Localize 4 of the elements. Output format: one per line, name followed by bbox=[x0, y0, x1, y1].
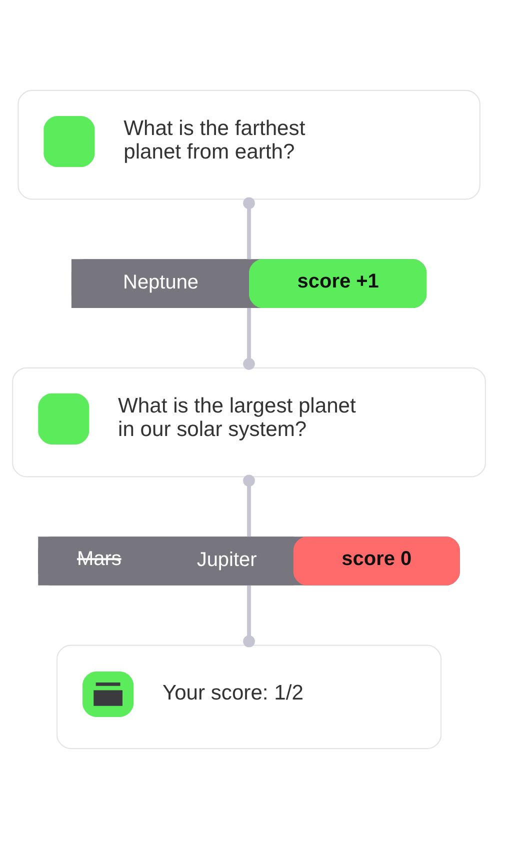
connector bbox=[243, 308, 255, 370]
connector bbox=[243, 197, 255, 260]
connector bbox=[243, 474, 255, 537]
connector bbox=[243, 585, 255, 648]
